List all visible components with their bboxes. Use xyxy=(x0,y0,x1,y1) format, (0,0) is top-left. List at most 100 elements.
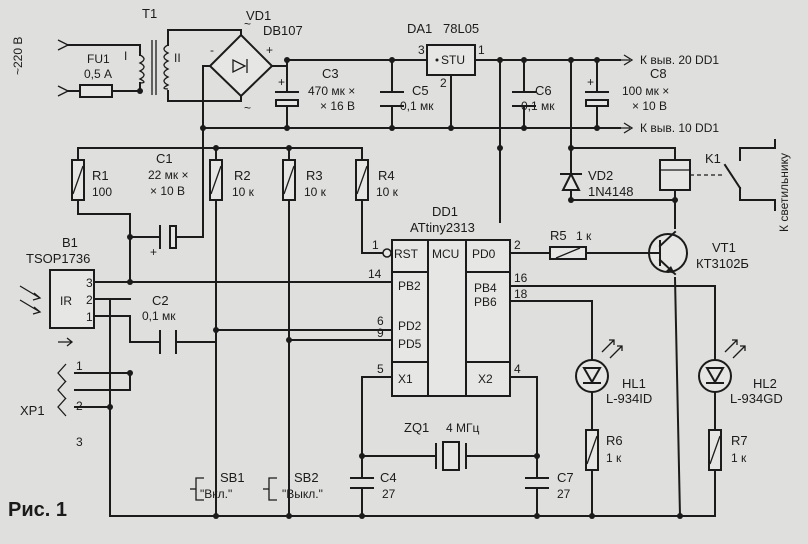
dd1-rst: RST xyxy=(394,247,419,261)
dd1-ref: DD1 xyxy=(432,204,458,219)
da1-label: STU xyxy=(441,53,465,67)
t1-primary: I xyxy=(124,49,127,63)
dd1-pb4: PB4 xyxy=(474,281,497,295)
resistor-r1: R1 100 xyxy=(71,159,112,201)
wires xyxy=(67,29,776,518)
c4-value: 27 xyxy=(382,487,396,501)
capacitor-c6: C6 0,1 мк xyxy=(512,83,555,113)
xp1-pin1: 1 xyxy=(76,359,83,373)
resistor-r3: R3 10 к xyxy=(282,159,327,201)
rail-labels: К выв. 20 DD1 К выв. 10 DD1 xyxy=(620,53,719,135)
c5-value: 0,1 мк xyxy=(400,99,434,113)
b1-pin2: 2 xyxy=(86,293,93,307)
b1-label: IR xyxy=(60,294,72,308)
c4-ref: C4 xyxy=(380,470,397,485)
b1-pin1: 1 xyxy=(86,310,93,324)
c1-plus: + xyxy=(150,245,157,259)
fuse-fu1: FU1 0,5 А xyxy=(79,52,113,98)
fu1-ref: FU1 xyxy=(87,52,110,66)
vd1-ref: VD1 xyxy=(246,8,271,23)
r7-ref: R7 xyxy=(731,433,748,448)
crystal-zq1: ZQ1 4 МГц xyxy=(404,420,480,471)
vd2-part: 1N4148 xyxy=(588,184,634,199)
sb1-ref: SB1 xyxy=(220,470,245,485)
r3-value: 10 к xyxy=(304,185,327,199)
sb1-label: "Вкл." xyxy=(200,487,232,501)
c2-ref: C2 xyxy=(152,293,169,308)
c1-value2: × 10 В xyxy=(150,184,185,198)
vt1-part: КТ3102Б xyxy=(696,256,749,271)
dd1-pin-rst: 1 xyxy=(372,238,379,252)
dd1-pd0: PD0 xyxy=(472,247,496,261)
vt1-ref: VT1 xyxy=(712,240,736,255)
dd1-pb6: PB6 xyxy=(474,295,497,309)
vd1-ac1: ~ xyxy=(244,17,251,31)
r6-value: 1 к xyxy=(606,451,622,465)
zq1-value: 4 МГц xyxy=(446,421,480,435)
sb2-ref: SB2 xyxy=(294,470,319,485)
c6-ref: C6 xyxy=(535,83,552,98)
capacitor-c4: C4 27 xyxy=(350,470,397,501)
dd1-pin-x1: 5 xyxy=(377,362,384,376)
b1-ref: B1 xyxy=(62,235,78,250)
xp1-pin3: 3 xyxy=(76,435,83,449)
dd1-pin-pb2: 14 xyxy=(368,267,382,281)
dd1-pin-pd5: 9 xyxy=(377,326,384,340)
fu1-value: 0,5 А xyxy=(84,67,112,81)
da1-pin-in: 3 xyxy=(418,43,425,57)
c6-value: 0,1 мк xyxy=(521,99,555,113)
dd1-pin-pb4: 16 xyxy=(514,271,528,285)
c8-value1: 100 мк × xyxy=(622,84,669,98)
connector-xp1: XP1 1 2 3 xyxy=(20,359,83,449)
k1-ref: K1 xyxy=(705,151,721,166)
led-hl2: HL2 L-934GD xyxy=(698,339,783,406)
ir-receiver-b1: IR B1 TSOP1736 3 2 1 xyxy=(19,235,95,347)
dd1-pin-pd2: 6 xyxy=(377,314,384,328)
capacitor-c2: C2 0,1 мк xyxy=(142,293,177,354)
c3-value1: 470 мк × xyxy=(308,84,355,98)
dd1-pin-pd0: 2 xyxy=(514,238,521,252)
capacitor-c5: C5 0,1 мк xyxy=(380,83,434,113)
dd1-pb2: PB2 xyxy=(398,279,421,293)
r1-value: 100 xyxy=(92,185,112,199)
figure-caption: Рис. 1 xyxy=(8,499,67,521)
vd2-ref: VD2 xyxy=(588,168,613,183)
transformer-t1: T1 I II xyxy=(124,6,181,95)
dd1-pd5: PD5 xyxy=(398,337,422,351)
dd1-x1: X1 xyxy=(398,372,413,386)
r4-ref: R4 xyxy=(378,168,395,183)
c7-ref: C7 xyxy=(557,470,574,485)
c1-ref: C1 xyxy=(156,151,173,166)
r2-value: 10 к xyxy=(232,185,255,199)
c3-ref: C3 xyxy=(322,66,339,81)
capacitor-c1: + C1 22 мк × × 10 В xyxy=(148,151,189,259)
r1-ref: R1 xyxy=(92,168,109,183)
bridge-vd1: VD1 DB107 - ~ ~ + xyxy=(208,8,303,115)
c3-plus: + xyxy=(278,75,285,89)
dd1-pin-x2: 4 xyxy=(514,362,521,376)
mains-input: ~220 В xyxy=(11,37,69,97)
dd1-pin-pb6: 18 xyxy=(514,287,528,301)
hl2-ref: HL2 xyxy=(753,376,777,391)
capacitor-c8: + C8 100 мк × × 10 В xyxy=(585,66,669,113)
t1-secondary: II xyxy=(174,51,181,65)
da1-part: 78L05 xyxy=(443,21,479,36)
resistor-r7: R7 1 к xyxy=(708,429,748,471)
button-sb1: SB1 "Вкл." xyxy=(190,470,245,501)
mcu-dd1: DD1 ATtiny2313 MCU RST PB2 PD2 PD5 X1 PD… xyxy=(368,204,528,397)
capacitor-c7: C7 27 xyxy=(525,470,574,501)
transistor-vt1: VT1 КТ3102Б xyxy=(648,230,749,276)
resistor-r5: R5 1 к xyxy=(549,228,592,260)
c8-plus: + xyxy=(587,75,594,89)
da1-pin-out: 1 xyxy=(478,43,485,57)
c5-ref: C5 xyxy=(412,83,429,98)
junctions xyxy=(107,57,683,519)
r3-ref: R3 xyxy=(306,168,323,183)
da1-ref: DA1 xyxy=(407,21,432,36)
r5-value: 1 к xyxy=(576,229,592,243)
to-pin20-label: К выв. 20 DD1 xyxy=(640,53,719,67)
hl1-ref: HL1 xyxy=(622,376,646,391)
resistor-r4: R4 10 к xyxy=(355,159,399,201)
hl2-part: L-934GD xyxy=(730,391,783,406)
